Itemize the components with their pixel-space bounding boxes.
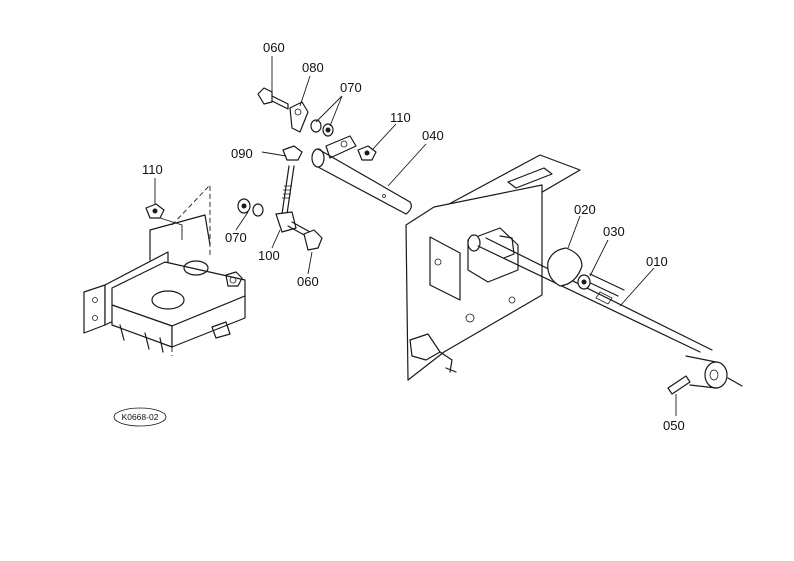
label-070-left: 070: [225, 230, 247, 245]
lever-assembly: [477, 237, 743, 395]
label-070-top: 070: [340, 80, 362, 95]
label-090: 090: [231, 146, 253, 161]
label-110-top: 110: [390, 110, 411, 125]
label-030: 030: [603, 224, 625, 239]
main-plate-assembly: [405, 154, 581, 381]
label-080: 080: [302, 60, 324, 75]
label-060-bottom: 060: [297, 274, 319, 289]
label-050: 050: [663, 418, 685, 433]
pivot-shaft-assembly: [311, 135, 412, 215]
label-020: 020: [574, 202, 596, 217]
leader-lines: [154, 56, 677, 416]
label-010: 010: [646, 254, 668, 269]
label-100: 100: [258, 248, 280, 263]
label-110-left: 110: [142, 162, 163, 177]
reference-code-badge: K0668-02: [113, 407, 167, 427]
left-bracket-assembly: [83, 183, 246, 356]
linkage-rod-assembly: [145, 87, 334, 251]
reference-code: K0668-02: [122, 412, 159, 422]
label-060-top: 060: [263, 40, 285, 55]
label-040: 040: [422, 128, 444, 143]
part-labels: 060 080 070 110 040 090 110 070 100 060 …: [142, 40, 685, 433]
